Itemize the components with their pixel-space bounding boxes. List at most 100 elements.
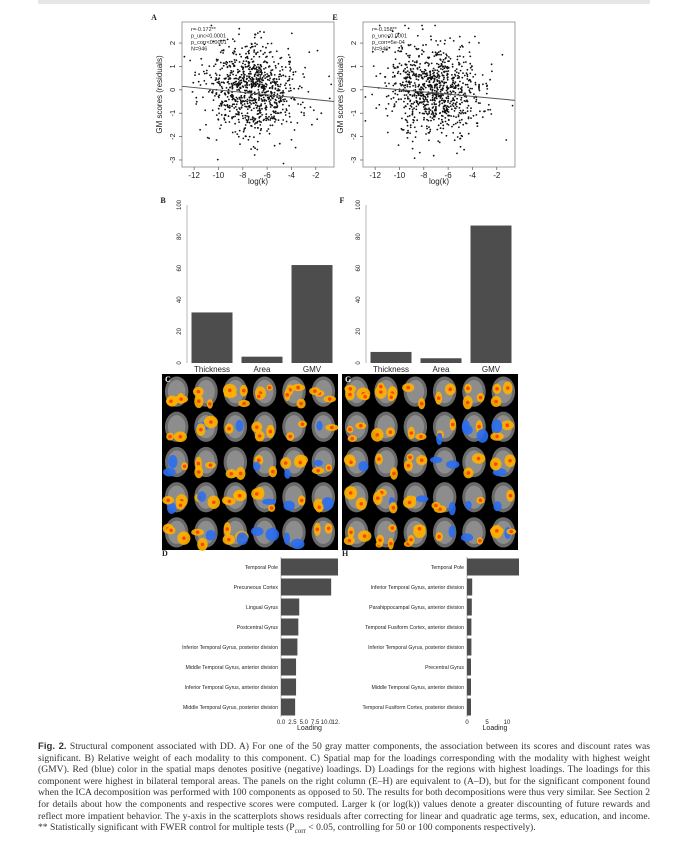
scatter-point bbox=[312, 109, 315, 112]
scatter-point bbox=[248, 80, 250, 82]
scatter-point bbox=[232, 116, 235, 118]
scatter-point bbox=[228, 77, 231, 80]
scatter-point bbox=[452, 102, 455, 104]
scatter-point bbox=[448, 56, 450, 58]
scatter-point bbox=[411, 108, 414, 111]
scatter-point bbox=[247, 138, 250, 141]
scatter-point bbox=[203, 43, 206, 46]
positive-loading-core bbox=[465, 400, 470, 405]
scatter-point bbox=[238, 113, 240, 116]
scatter-point bbox=[281, 108, 284, 111]
negative-loading-blob bbox=[436, 432, 443, 445]
scatter-point bbox=[470, 107, 472, 110]
scatter-point bbox=[235, 108, 238, 111]
brain-slice bbox=[431, 482, 457, 516]
positive-loading-core bbox=[195, 530, 200, 534]
scatter-point bbox=[434, 85, 436, 88]
scatter-point bbox=[439, 59, 442, 61]
scatter-point bbox=[266, 96, 269, 99]
scatter-point bbox=[412, 74, 414, 77]
scatter-point bbox=[248, 84, 251, 86]
positive-loading-core bbox=[179, 397, 183, 401]
scatter-point bbox=[254, 100, 257, 102]
y-tick-label: -1 bbox=[168, 110, 177, 117]
scatter-point bbox=[460, 134, 463, 137]
scatter-point bbox=[262, 75, 265, 77]
scatter-point bbox=[459, 46, 462, 48]
scatter-point bbox=[413, 45, 416, 48]
scatter-point bbox=[473, 93, 475, 96]
scatter-point bbox=[261, 83, 263, 86]
scatter-point bbox=[479, 110, 481, 113]
scatter-point bbox=[416, 60, 418, 62]
scatter-point bbox=[234, 131, 237, 133]
panel-letter-F: F bbox=[340, 196, 345, 205]
scatter-point bbox=[429, 130, 431, 133]
scatter-point bbox=[212, 40, 215, 43]
scatter-point bbox=[454, 69, 457, 72]
scatter-point bbox=[250, 80, 253, 83]
positive-loading-core bbox=[466, 471, 471, 475]
scatter-point bbox=[241, 115, 244, 117]
brain-slice bbox=[402, 376, 428, 410]
scatter-point bbox=[426, 98, 428, 101]
scatter-point bbox=[290, 138, 293, 141]
scatter-point bbox=[189, 59, 192, 62]
scatter-point bbox=[237, 71, 240, 73]
panel-letter-A: A bbox=[151, 13, 157, 22]
scatter-point bbox=[444, 104, 447, 107]
scatter-point bbox=[287, 54, 290, 56]
scatter-point bbox=[467, 117, 470, 120]
scatter-point bbox=[293, 87, 295, 90]
scatter-point bbox=[422, 97, 424, 99]
scatter-point bbox=[259, 74, 262, 76]
scatter-point bbox=[423, 118, 425, 121]
positive-loading-core bbox=[327, 466, 331, 470]
scatter-point bbox=[246, 75, 248, 77]
scatter-point bbox=[276, 96, 278, 98]
scatter-point bbox=[281, 65, 283, 68]
positive-loading-core bbox=[227, 426, 231, 431]
scatter-point bbox=[405, 80, 408, 83]
positive-loading-core bbox=[283, 461, 288, 465]
scatter-point bbox=[238, 70, 241, 73]
scatter-point bbox=[388, 82, 390, 85]
positive-loading-core bbox=[330, 425, 334, 430]
scatter-point bbox=[272, 78, 275, 81]
scatter-point bbox=[490, 63, 493, 66]
scatter-point bbox=[274, 84, 277, 86]
scatter-point bbox=[394, 67, 397, 69]
scatter-point bbox=[440, 118, 443, 121]
scatter-point bbox=[482, 83, 484, 86]
scatter-point bbox=[441, 97, 444, 100]
scatter-point bbox=[253, 136, 255, 139]
scatter-point bbox=[423, 75, 426, 78]
brain-slice bbox=[192, 376, 218, 409]
scatter-point bbox=[459, 145, 462, 148]
positive-loading-core bbox=[466, 386, 470, 391]
scatter-point bbox=[392, 63, 395, 66]
scatter-point bbox=[270, 74, 273, 76]
scatter-point bbox=[236, 113, 239, 116]
scatter-point bbox=[274, 110, 277, 113]
scatter-point bbox=[459, 55, 461, 57]
scatter-point bbox=[406, 70, 409, 72]
scatter-point bbox=[273, 101, 276, 104]
scatter-point bbox=[241, 68, 244, 71]
scatter-point bbox=[231, 105, 234, 108]
scatter-point bbox=[429, 93, 431, 95]
scatter-point bbox=[478, 42, 480, 44]
hbar bbox=[281, 618, 299, 636]
panel-letter-B: B bbox=[160, 196, 166, 205]
scatter-point bbox=[452, 81, 455, 84]
scatter-point bbox=[440, 114, 443, 117]
scatter-point bbox=[232, 70, 235, 73]
positive-loading-core bbox=[391, 505, 396, 510]
scatter-point bbox=[254, 85, 256, 88]
x-tick-label: -12 bbox=[188, 171, 200, 180]
scatter-point bbox=[231, 87, 234, 90]
scatter-point bbox=[205, 72, 208, 75]
scatter-point bbox=[484, 110, 486, 113]
hbar bbox=[467, 658, 471, 676]
scatter-point bbox=[249, 46, 252, 49]
